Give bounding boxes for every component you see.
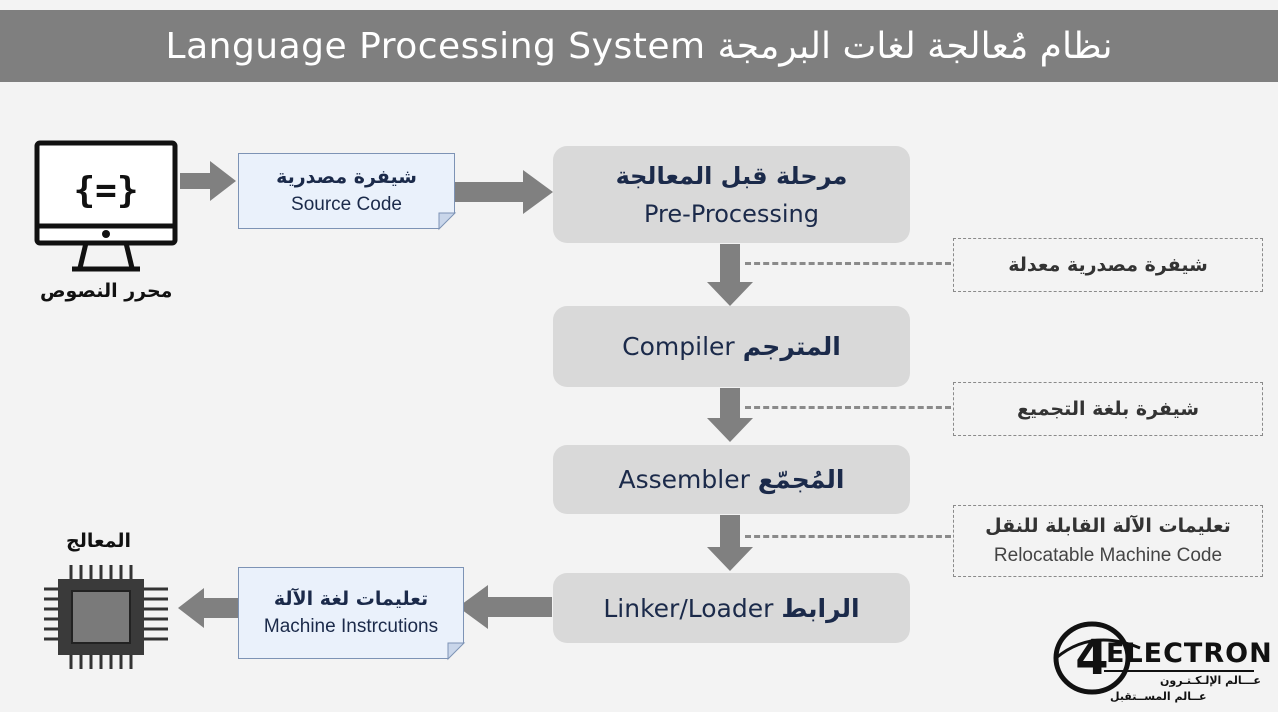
- arrow-down-1: [707, 244, 753, 306]
- relocatable-ar: تعليمات الآلة القابلة للنقل: [985, 515, 1231, 537]
- connector-dash-3: [745, 535, 951, 538]
- preprocessing-ar: مرحلة قبل المعالجة: [615, 161, 848, 190]
- code-brace-icon: {=}: [73, 170, 138, 211]
- page-fold-icon: [438, 212, 457, 231]
- arrow-right-2: [455, 170, 553, 214]
- monitor-icon: {=}: [34, 140, 178, 272]
- machine-instructions-ar: تعليمات لغة الآلة: [273, 588, 429, 610]
- assembler-ar: المُجمّع: [757, 465, 845, 494]
- source-code-note: شيفرة مصدرية Source Code: [238, 153, 457, 231]
- compiler-en: Compiler: [622, 332, 735, 361]
- modified-source-note: شيفرة مصدرية معدلة: [953, 238, 1263, 292]
- logo-tagline-2: عــالم المســتقبل: [1110, 690, 1207, 703]
- source-code-en: Source Code: [291, 194, 402, 215]
- logo-underline: [1104, 670, 1254, 672]
- logo-tagline-1: عـــالم الإلـكـتـرون: [1160, 674, 1261, 687]
- machine-instructions-note: تعليمات لغة الآلة Machine Instrcutions: [238, 567, 466, 661]
- arrow-left-2: [178, 588, 238, 628]
- modified-source-ar: شيفرة مصدرية معدلة: [1008, 254, 1208, 276]
- processor-label: المعالج: [66, 530, 132, 552]
- page-fold-icon: [447, 642, 466, 661]
- assembly-code-note: شيفرة بلغة التجميع: [953, 382, 1263, 436]
- stage-compiler: Compiler المترجم: [553, 306, 910, 387]
- cpu-chip-icon: [44, 565, 168, 669]
- arrow-down-3: [707, 515, 753, 571]
- stage-linker: Linker/Loader الرابط: [553, 573, 910, 643]
- linker-en: Linker/Loader: [603, 593, 774, 623]
- stage-assembler: Assembler المُجمّع: [553, 445, 910, 514]
- editor-label: محرر النصوص: [40, 280, 173, 302]
- connector-dash-1: [745, 262, 951, 265]
- source-code-ar: شيفرة مصدرية: [276, 166, 417, 188]
- linker-ar: الرابط: [781, 593, 860, 623]
- stage-preprocessing: مرحلة قبل المعالجة Pre-Processing: [553, 146, 910, 243]
- arrow-right-1: [180, 161, 236, 201]
- compiler-ar: المترجم: [742, 332, 841, 361]
- logo-icon: 4: [1053, 621, 1141, 695]
- preprocessing-en: Pre-Processing: [644, 199, 819, 228]
- arrow-down-2: [707, 388, 753, 442]
- relocatable-en: Relocatable Machine Code: [993, 545, 1223, 566]
- page-title: Language Processing System نظام مُعالجة …: [0, 10, 1278, 82]
- assembler-en: Assembler: [618, 465, 750, 494]
- arrow-left-1: [458, 585, 552, 629]
- relocatable-note: تعليمات الآلة القابلة للنقل Relocatable …: [953, 505, 1263, 577]
- connector-dash-2: [745, 406, 951, 409]
- logo-brand: ELECTRON: [1106, 638, 1273, 669]
- machine-instructions-en: Machine Instrcutions: [263, 616, 439, 637]
- svg-text:4: 4: [1075, 630, 1108, 686]
- assembly-code-ar: شيفرة بلغة التجميع: [1016, 398, 1200, 420]
